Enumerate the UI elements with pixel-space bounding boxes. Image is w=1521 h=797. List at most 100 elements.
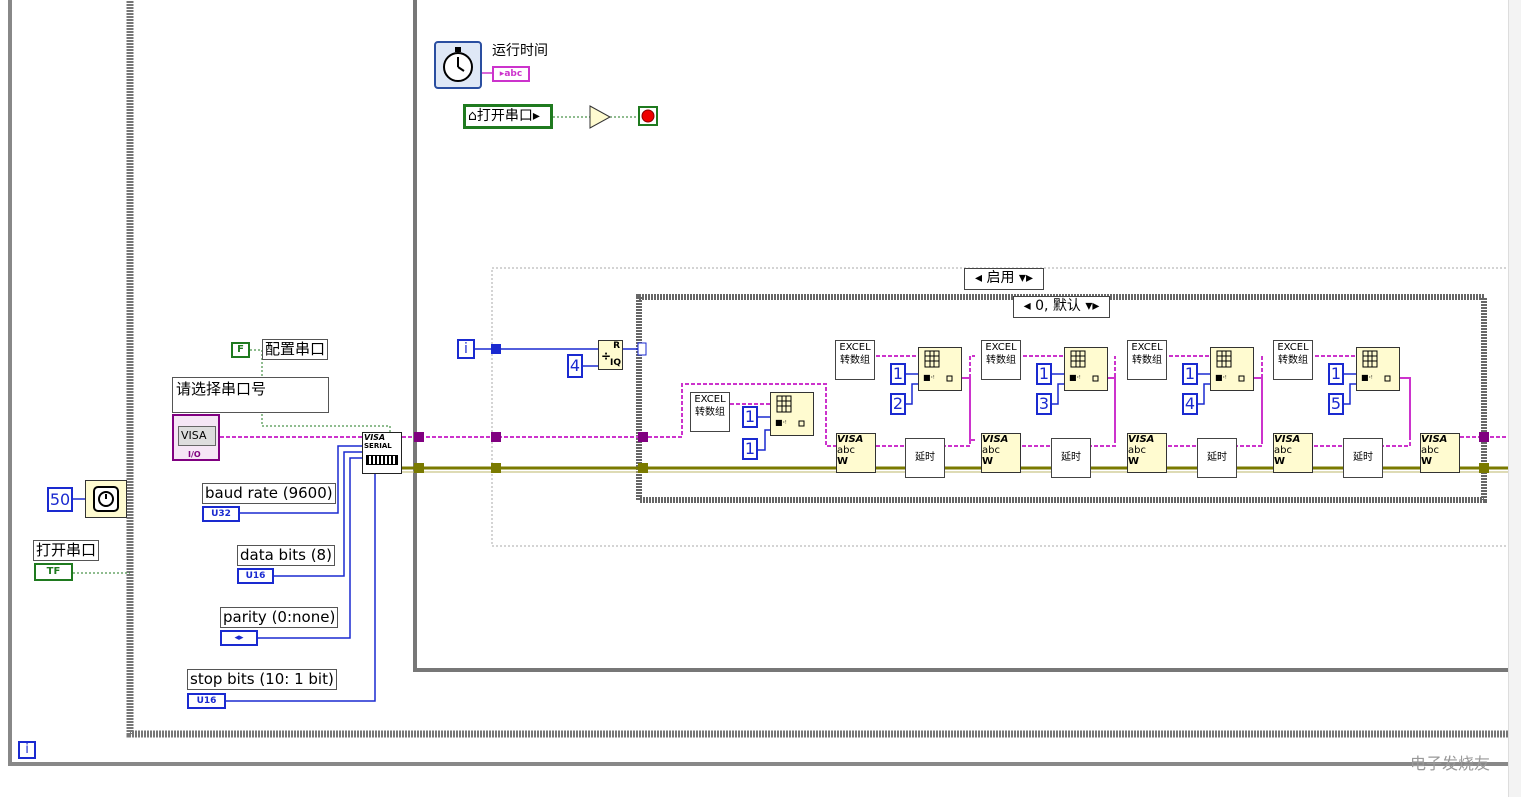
quot-div-icon: ÷ xyxy=(601,349,612,363)
visa-write-3-l3: W xyxy=(1128,456,1140,467)
open-port-control[interactable]: TF xyxy=(34,563,73,581)
tick-count-icon xyxy=(434,41,482,89)
visa-resource-control[interactable]: VISA I/O xyxy=(172,414,220,461)
excel-top-1: EXCEL xyxy=(694,394,726,405)
index-const-a-5[interactable]: 1 xyxy=(1328,363,1344,385)
index-const-a-2[interactable]: 1 xyxy=(890,363,906,385)
select-port-label: 请选择串口号 xyxy=(176,380,267,398)
visa-write-5-l1: VISA xyxy=(1421,434,1448,445)
excel-bottom-3: 转数组 xyxy=(986,355,1016,366)
visa-write-1-l3: W xyxy=(837,456,849,467)
index-array-node-2[interactable]: ■·ᵎ xyxy=(918,347,962,391)
index-array-node-3[interactable]: ■·ᵎ xyxy=(1064,347,1108,391)
visa-resource-inner: VISA xyxy=(178,426,216,446)
visa-resource-text: VISA xyxy=(181,429,207,442)
excel-to-array-subvi-4[interactable]: EXCEL 转数组 xyxy=(1127,340,1167,380)
excel-bottom-5: 转数组 xyxy=(1278,355,1308,366)
data-bits-label: data bits (8) xyxy=(237,545,335,566)
inner-case-selector[interactable]: ◂ 0, 默认 ▾▸ xyxy=(1013,296,1110,318)
open-port-control-label: 打开串口 xyxy=(33,540,100,561)
index-const-a-3[interactable]: 1 xyxy=(1036,363,1052,385)
open-port-local-var[interactable]: ⌂打开串口▸ xyxy=(463,104,553,129)
while-iteration-terminal: i xyxy=(457,339,475,359)
index-array-node-4[interactable]: ■·ᵎ xyxy=(1210,347,1254,391)
wait-ms-icon xyxy=(85,480,127,518)
vertical-scrollbar[interactable] xyxy=(1508,0,1521,797)
enable-case-selector-text: 启用 xyxy=(986,270,1015,286)
excel-top-2: EXCEL xyxy=(839,342,871,353)
visa-write-1-l2: abc xyxy=(837,445,855,456)
visa-write-5-l3: W xyxy=(1421,456,1433,467)
svg-text:■·ᵎ: ■·ᵎ xyxy=(775,418,787,427)
run-time-indicator[interactable]: ▸abc xyxy=(492,66,530,82)
stop-bits-control[interactable]: U16 xyxy=(187,693,226,709)
config-port-label: 配置串口 xyxy=(262,339,329,360)
visa-write-2-l3: W xyxy=(982,456,994,467)
index-const-b-3[interactable]: 3 xyxy=(1036,393,1052,415)
visa-write-3-l1: VISA xyxy=(1128,434,1155,445)
visa-serial-connector-icon xyxy=(366,455,398,465)
visa-write-4-l1: VISA xyxy=(1274,434,1301,445)
visa-io-text: I/O xyxy=(188,450,201,459)
excel-bottom-1: 转数组 xyxy=(695,407,725,418)
baud-rate-control[interactable]: U32 xyxy=(202,506,240,522)
index-const-b-5[interactable]: 5 xyxy=(1328,393,1344,415)
divisor-constant[interactable]: 4 xyxy=(567,354,583,378)
excel-bottom-2: 转数组 xyxy=(840,355,870,366)
index-const-b-1[interactable]: 1 xyxy=(742,438,758,460)
delay-subvi-2[interactable]: 延时 xyxy=(1051,438,1091,478)
delay-subvi-3[interactable]: 延时 xyxy=(1197,438,1237,478)
select-port-label-box: 请选择串口号 xyxy=(172,377,329,413)
stop-terminal[interactable] xyxy=(638,106,658,126)
data-bits-control[interactable]: U16 xyxy=(237,568,274,584)
outer-iteration-terminal: i xyxy=(18,741,36,759)
index-array-node-5[interactable]: ■·ᵎ xyxy=(1356,347,1400,391)
config-false-constant[interactable]: F xyxy=(231,342,250,358)
enable-case-selector[interactable]: ◂ 启用 ▾▸ xyxy=(964,268,1044,290)
excel-top-5: EXCEL xyxy=(1277,342,1309,353)
excel-to-array-subvi-2[interactable]: EXCEL 转数组 xyxy=(835,340,875,380)
visa-write-2-l1: VISA xyxy=(982,434,1009,445)
parity-label: parity (0:none) xyxy=(220,607,339,628)
open-port-local-var-text: 打开串口 xyxy=(476,108,533,124)
wait-ms-constant[interactable]: 50 xyxy=(47,487,73,512)
visa-write-4-l3: W xyxy=(1274,456,1286,467)
visa-write-3-l2: abc xyxy=(1128,445,1146,456)
index-const-b-2[interactable]: 2 xyxy=(890,393,906,415)
visa-write-4-l2: abc xyxy=(1274,445,1292,456)
excel-to-array-subvi-1[interactable]: EXCEL 转数组 xyxy=(690,392,730,432)
delay-subvi-1[interactable]: 延时 xyxy=(905,438,945,478)
quot-r-label: R xyxy=(613,341,620,351)
delay-subvi-4[interactable]: 延时 xyxy=(1343,438,1383,478)
excel-top-4: EXCEL xyxy=(1131,342,1163,353)
svg-text:■·ᵎ: ■·ᵎ xyxy=(1361,373,1373,382)
inner-case-selector-text: 0, 默认 xyxy=(1035,298,1081,314)
visa-configure-serial-node[interactable]: VISA SERIAL xyxy=(362,432,402,474)
visa-serial-sub: SERIAL xyxy=(364,442,392,450)
excel-to-array-subvi-3[interactable]: EXCEL 转数组 xyxy=(981,340,1021,380)
run-time-label: 运行时间 xyxy=(492,43,548,59)
excel-bottom-4: 转数组 xyxy=(1132,355,1162,366)
index-array-node-1[interactable]: ■·ᵎ xyxy=(770,392,814,436)
visa-write-1-l1: VISA xyxy=(837,434,864,445)
svg-text:■·ᵎ: ■·ᵎ xyxy=(1069,373,1081,382)
visa-write-2-l2: abc xyxy=(982,445,1000,456)
watermark: 电子发烧友 xyxy=(1410,754,1491,773)
quotient-remainder-node[interactable]: R ÷ IQ xyxy=(598,340,623,370)
parity-control[interactable]: ◂▸ xyxy=(220,630,258,646)
index-const-b-4[interactable]: 4 xyxy=(1182,393,1198,415)
run-time-indicator-text: abc xyxy=(504,69,523,79)
visa-write-5-l2: abc xyxy=(1421,445,1439,456)
index-const-a-1[interactable]: 1 xyxy=(742,406,758,428)
excel-top-3: EXCEL xyxy=(985,342,1017,353)
quot-iq-label: IQ xyxy=(610,358,621,368)
index-const-a-4[interactable]: 1 xyxy=(1182,363,1198,385)
excel-to-array-subvi-5[interactable]: EXCEL 转数组 xyxy=(1273,340,1313,380)
svg-text:■·ᵎ: ■·ᵎ xyxy=(1215,373,1227,382)
baud-rate-label: baud rate (9600) xyxy=(202,483,336,504)
